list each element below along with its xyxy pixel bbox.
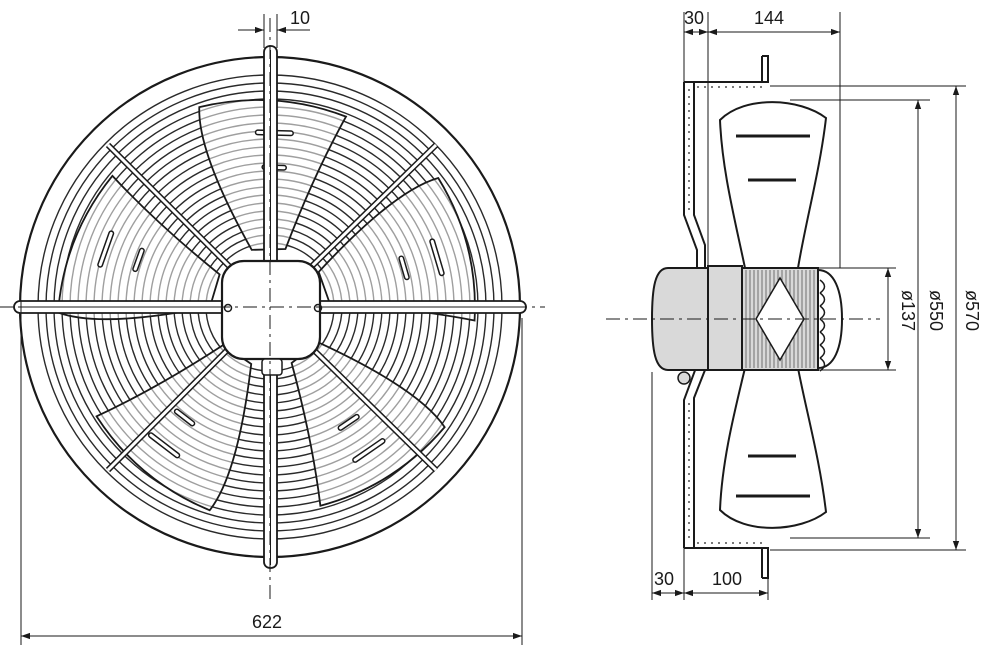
front-hub xyxy=(220,259,322,361)
side-dimensions: 30 144 30 100 ø137 ø550 ø570 xyxy=(651,8,982,600)
fan-blade xyxy=(95,343,253,512)
fan-blade xyxy=(317,176,476,322)
dim-blade-diameter: ø550 xyxy=(926,290,946,331)
side-blade-upper xyxy=(718,101,828,269)
hub-bolt-right xyxy=(313,303,323,313)
rotor-cap-bumps xyxy=(819,279,826,372)
hub-terminal xyxy=(261,358,283,376)
side-view xyxy=(606,55,880,579)
hub-bolt-left xyxy=(223,303,233,313)
dim-overall-width: 622 xyxy=(252,612,282,632)
dim-top-depth: 144 xyxy=(754,8,784,28)
front-view xyxy=(0,18,545,600)
dim-ring-diameter: ø570 xyxy=(962,290,982,331)
housing-dots xyxy=(688,86,762,544)
dim-top-width: 10 xyxy=(290,8,310,28)
dim-bottom-depth: 100 xyxy=(712,569,742,589)
front-dimensions: 10 622 xyxy=(20,8,523,645)
side-blade-lower xyxy=(718,367,828,529)
motor-plug xyxy=(677,371,691,385)
dim-hub-diameter: ø137 xyxy=(898,290,918,331)
fan-blade xyxy=(290,341,446,507)
fan-blade xyxy=(57,174,221,321)
fan-blades xyxy=(57,99,476,512)
dim-bottom-offset: 30 xyxy=(654,569,674,589)
dim-top-offset: 30 xyxy=(684,8,704,28)
